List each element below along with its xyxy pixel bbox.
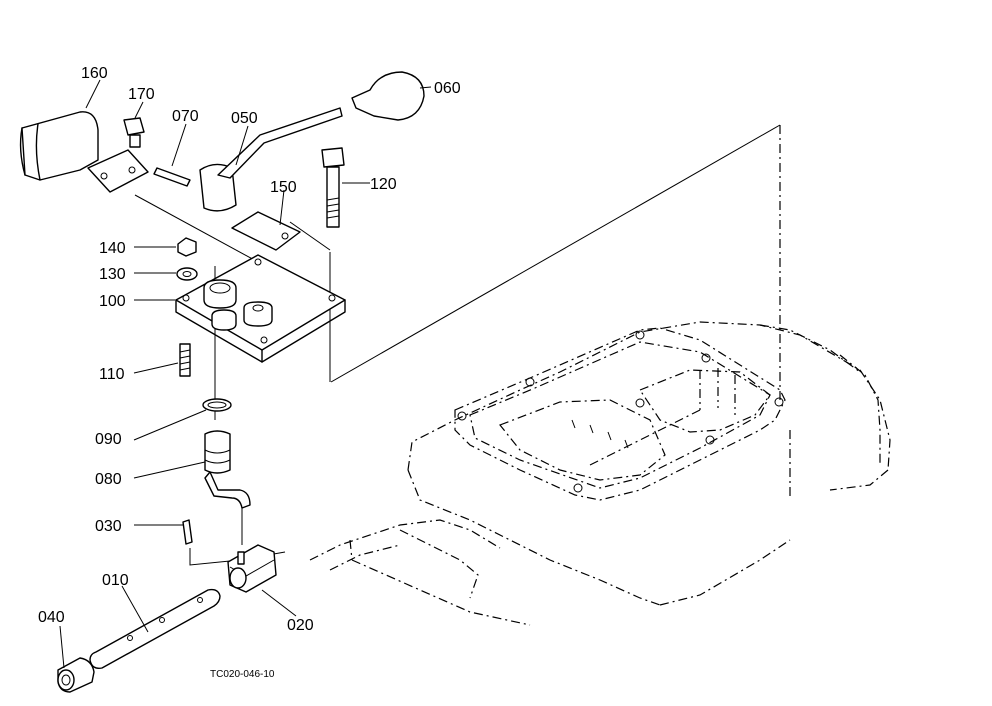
part-090-o-ring bbox=[202, 398, 232, 412]
label-160: 160 bbox=[81, 65, 108, 82]
part-100-cover-plate bbox=[175, 254, 346, 363]
leader-lines bbox=[59, 79, 432, 669]
callout-labels: 160 170 070 050 060 120 150 140 130 100 … bbox=[38, 65, 461, 680]
label-040: 040 bbox=[38, 609, 65, 626]
drawing-code: TC020-046-10 bbox=[210, 669, 275, 680]
part-170-bolt bbox=[123, 117, 145, 148]
label-140: 140 bbox=[99, 240, 126, 257]
part-160-lever-guide bbox=[19, 111, 149, 193]
label-090: 090 bbox=[95, 431, 122, 448]
label-020: 020 bbox=[287, 617, 314, 634]
part-120-long-bolt bbox=[321, 147, 345, 228]
label-130: 130 bbox=[99, 266, 126, 283]
label-150: 150 bbox=[270, 179, 297, 196]
part-050-shift-lever bbox=[199, 107, 343, 212]
part-010-shaft bbox=[89, 588, 221, 670]
part-060-knob bbox=[351, 71, 425, 121]
part-030-spring-pin bbox=[182, 519, 193, 545]
label-030: 030 bbox=[95, 518, 122, 535]
label-060: 060 bbox=[434, 80, 461, 97]
part-130-washer bbox=[176, 267, 198, 281]
part-110-stud bbox=[179, 343, 191, 377]
label-120: 120 bbox=[370, 176, 397, 193]
part-020-shift-block bbox=[227, 544, 277, 593]
label-050: 050 bbox=[231, 110, 258, 127]
part-070-pin bbox=[153, 167, 191, 187]
label-110: 110 bbox=[99, 366, 125, 383]
part-040-end-cap bbox=[57, 657, 95, 693]
part-140-nut bbox=[177, 237, 197, 257]
label-170: 170 bbox=[128, 86, 155, 103]
part-150-plate bbox=[231, 211, 301, 251]
label-100: 100 bbox=[99, 293, 126, 310]
transmission-case bbox=[309, 125, 891, 626]
label-070: 070 bbox=[172, 108, 199, 125]
part-080-fork-shaft bbox=[204, 430, 251, 509]
label-010: 010 bbox=[102, 572, 129, 589]
label-080: 080 bbox=[95, 471, 122, 488]
